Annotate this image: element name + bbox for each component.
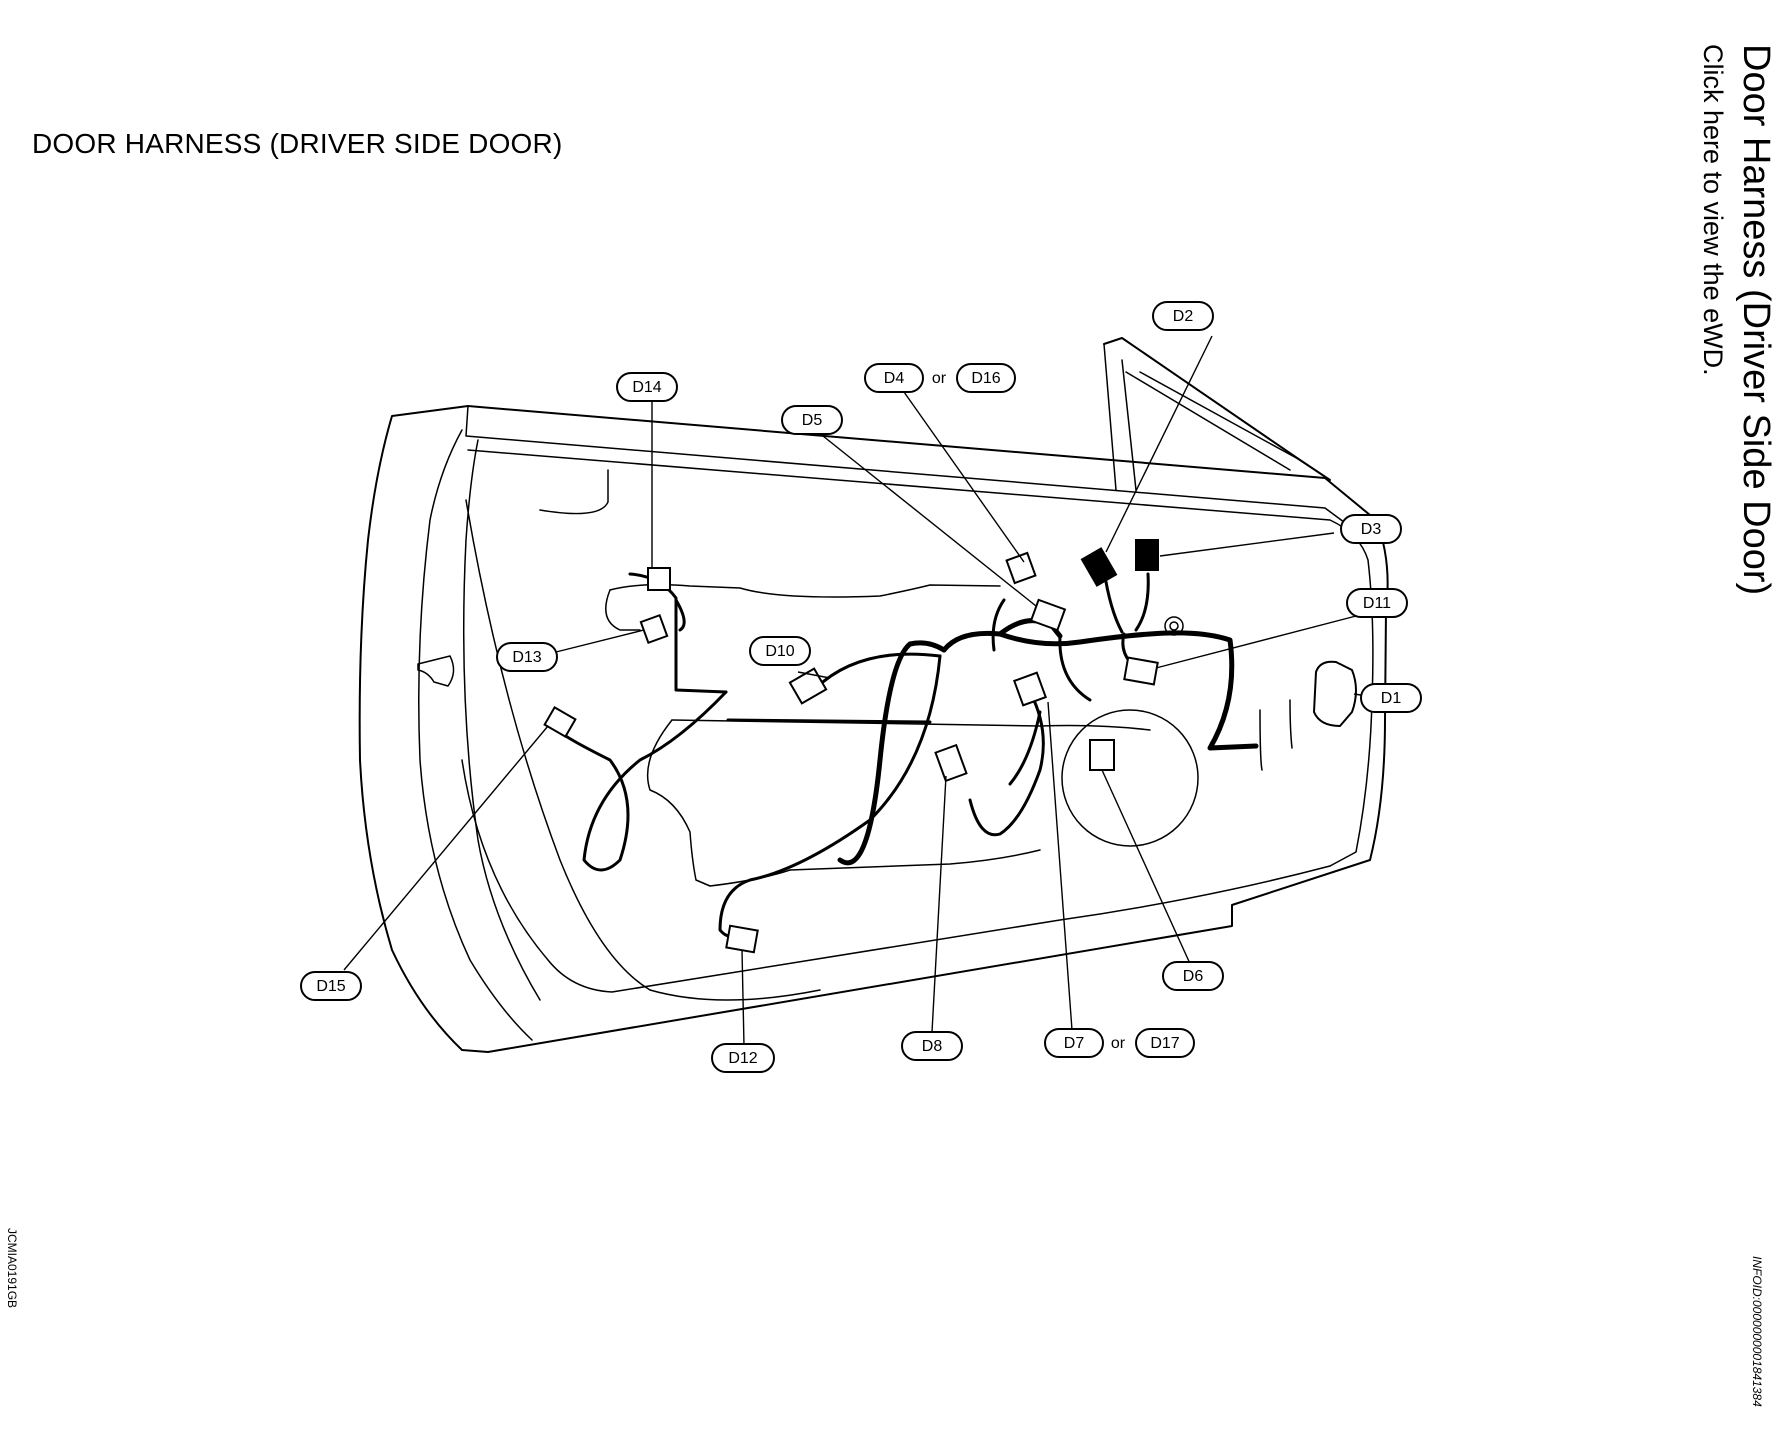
svg-text:D4: D4 [884,370,905,387]
label-D4: D4 [864,363,924,393]
svg-text:D15: D15 [316,978,345,995]
door-panel [358,337,1389,1053]
svg-text:D12: D12 [728,1050,757,1067]
label-D8: D8 [901,1031,963,1061]
label-D14: D14 [616,372,678,402]
leader-lines [343,335,1395,1047]
svg-text:D16: D16 [971,370,1000,387]
svg-text:D6: D6 [1183,968,1204,985]
diagram-title: DOOR HARNESS (DRIVER SIDE DOOR) [32,128,563,159]
label-D6: D6 [1162,961,1224,991]
label-D10: D10 [749,636,811,666]
label-D12: D12 [711,1043,775,1073]
svg-text:D2: D2 [1173,308,1194,325]
svg-text:D8: D8 [922,1038,943,1055]
svg-text:D13: D13 [512,649,541,666]
label-D13: D13 [496,642,558,672]
svg-text:D14: D14 [632,379,661,396]
svg-text:D17: D17 [1150,1035,1179,1052]
svg-text:D3: D3 [1361,521,1382,538]
label-D5: D5 [781,405,843,435]
label-D3: D3 [1340,514,1402,544]
label-D2: D2 [1152,301,1214,331]
connector-shapes [543,539,1159,954]
svg-text:D10: D10 [765,643,794,660]
label-D15: D15 [300,971,362,1001]
harness-wiring [558,568,1259,939]
svg-text:D5: D5 [802,412,823,429]
or-text-d4-d16: or [932,370,947,387]
label-D11: D11 [1346,588,1408,618]
or-text-d7-d17: or [1111,1035,1126,1052]
label-D7: D7 [1044,1028,1104,1058]
svg-text:D1: D1 [1381,690,1402,707]
label-D17: D17 [1135,1028,1195,1058]
label-D1: D1 [1360,683,1422,713]
svg-text:D7: D7 [1064,1035,1085,1052]
label-D16: D16 [956,363,1016,393]
svg-text:D11: D11 [1363,595,1391,612]
